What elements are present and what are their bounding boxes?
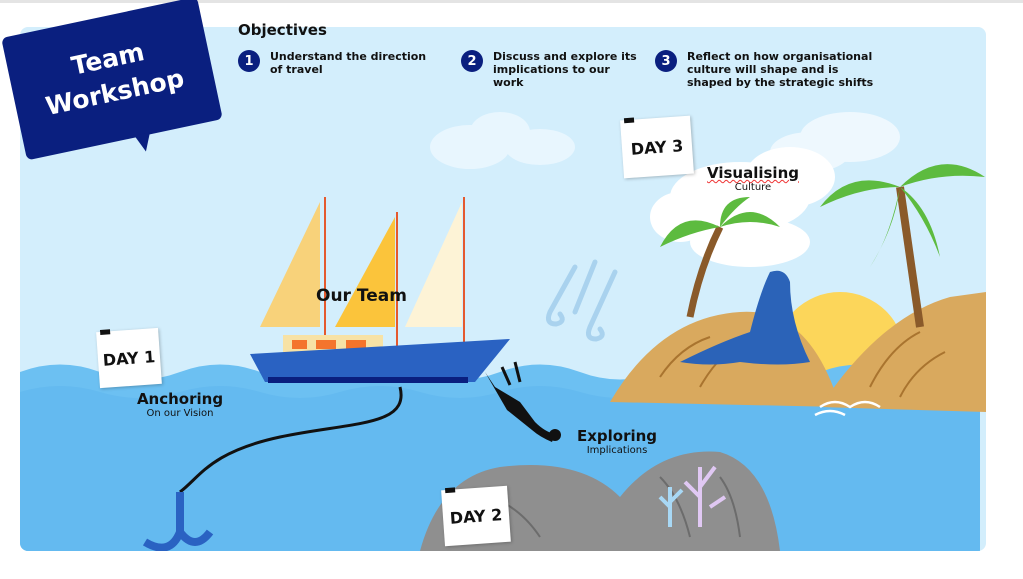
day-subheading: Culture [734, 182, 772, 193]
fish-hook-icon [142, 492, 214, 551]
objective-3: 3 Reflect on how organisational culture … [655, 50, 880, 89]
day-2-label: Exploring Implications [565, 427, 669, 456]
day-tag: DAY 2 [449, 504, 503, 528]
palm-tree-left [660, 197, 780, 318]
objective-text: Discuss and explore its implications to … [493, 50, 637, 89]
day-heading: Visualising [707, 164, 799, 182]
cloud-left [430, 112, 575, 169]
objective-1: 1 Understand the direction of travel [238, 50, 438, 76]
day-2-note: DAY 2 [441, 485, 511, 547]
seabed-rocks [420, 451, 780, 551]
coral [683, 465, 727, 527]
objectives-title: Objectives [238, 21, 327, 39]
illustration [20, 112, 986, 551]
day-heading: Anchoring [136, 390, 224, 408]
ship-label: Our Team [316, 286, 407, 306]
anchor-rope [179, 386, 403, 494]
day-tag: DAY 3 [630, 135, 684, 159]
objective-2: 2 Discuss and explore its implications t… [461, 50, 641, 89]
number-badge: 2 [461, 50, 483, 72]
day-heading: Exploring [576, 427, 658, 445]
top-border [0, 0, 1023, 3]
wave-marks [814, 400, 881, 417]
palm-tree-right [820, 164, 985, 328]
objective-text: Understand the direction of travel [270, 50, 427, 76]
day-subheading: Implications [586, 445, 648, 456]
number-badge: 1 [238, 50, 260, 72]
diver-silhouette [485, 361, 561, 442]
slide-canvas [20, 27, 986, 551]
island-rock-right [820, 292, 986, 412]
wind-icon [546, 259, 618, 342]
cloud-right [650, 147, 835, 267]
sailboat [250, 197, 510, 383]
day-3-label: Visualising Culture [700, 164, 806, 193]
sea-lion [680, 270, 810, 365]
day-1-label: Anchoring On our Vision [128, 390, 232, 419]
objective-text: Reflect on how organisational culture wi… [687, 50, 874, 89]
day-1-note: DAY 1 [96, 327, 162, 389]
day-3-note: DAY 3 [620, 115, 694, 179]
day-subheading: On our Vision [146, 408, 214, 419]
number-badge: 3 [655, 50, 677, 72]
day-tag: DAY 1 [102, 346, 156, 370]
